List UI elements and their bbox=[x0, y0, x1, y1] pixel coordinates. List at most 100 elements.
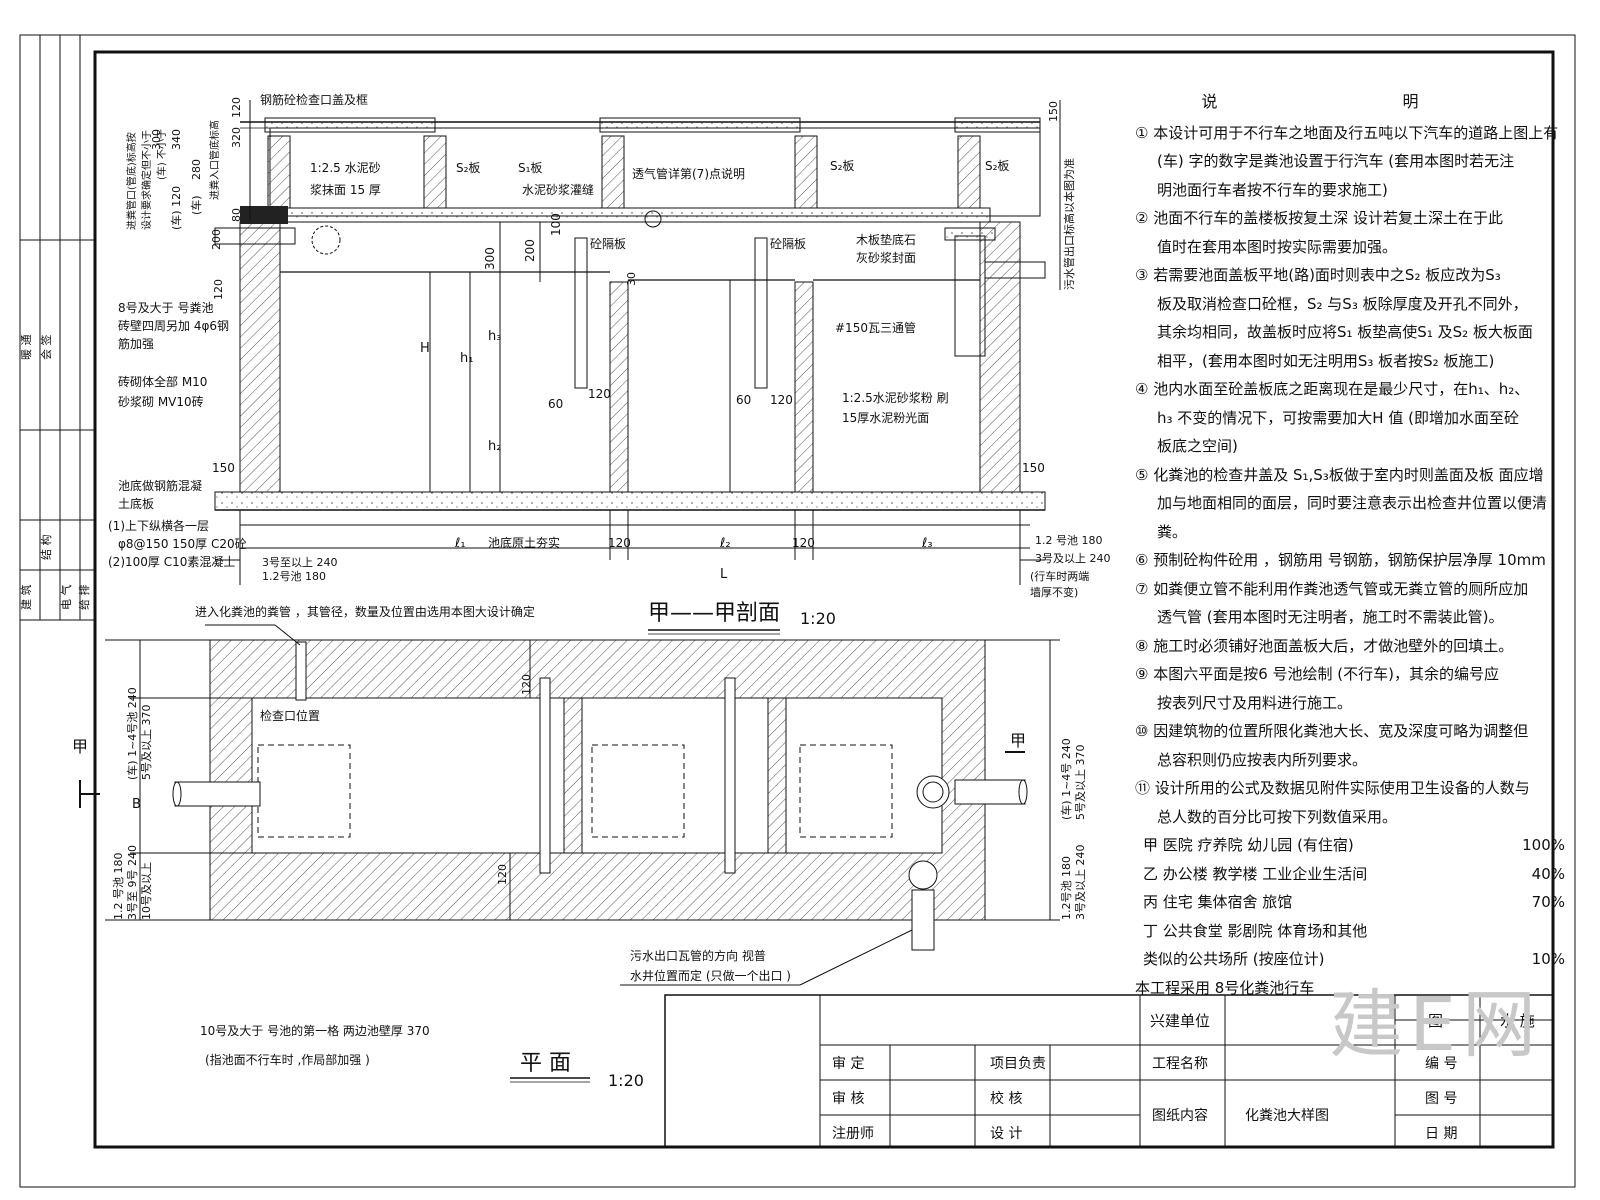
strip-label-6: 会 签 bbox=[39, 335, 53, 361]
section-view bbox=[214, 100, 1061, 585]
plan-cut-left: 甲 bbox=[72, 737, 88, 756]
dim-H: H bbox=[420, 341, 430, 356]
dim-150b: 150 bbox=[1022, 461, 1045, 475]
note-line: ⑨ 本图六平面是按6 号池绘制 (不行车)，其余的编号应 bbox=[1135, 665, 1500, 683]
pct-label: 类似的公共场所 (按座位计) bbox=[1143, 950, 1325, 968]
note-line: ⑦ 如粪便立管不能利用作粪池透气管或无粪立管的厕所应加 bbox=[1135, 579, 1529, 598]
side-strip: 建 筑 结 构 电 气 给 排 暖 通 会 签 bbox=[19, 35, 95, 1187]
dim-L: L bbox=[720, 567, 728, 582]
tb-project-name: 工程名称 bbox=[1152, 1056, 1208, 1072]
tb-review: 审 核 bbox=[832, 1091, 864, 1107]
pct-row: 甲 医院 疗养院 幼儿园 (有住宿)100% bbox=[1135, 831, 1575, 860]
label-inlet-note-2: 设计要求确定但不小于 bbox=[140, 130, 153, 230]
plan-dim-B: B bbox=[132, 797, 141, 812]
title-block bbox=[664, 994, 1554, 1148]
plan-scale: 1:20 bbox=[608, 1071, 644, 1090]
tb-check: 校 核 bbox=[990, 1090, 1022, 1107]
note-line: ⑥ 预制砼构件砼用 ，钢筋用 号钢筋，钢筋保护层净厚 10mm bbox=[1135, 551, 1546, 569]
tb-registered: 注册师 bbox=[832, 1126, 874, 1142]
dim-30: 30 bbox=[625, 272, 638, 286]
pct-value bbox=[1565, 917, 1575, 946]
label-soil: 池底原土夯实 bbox=[488, 535, 560, 550]
note-line: 总人数的百分比可按下列数值采用。 bbox=[1157, 807, 1398, 826]
pct-value: 70% bbox=[1531, 893, 1565, 911]
label-s1: S₁板 bbox=[518, 161, 542, 175]
label-inlet-note-3: (车) 不小于 bbox=[155, 129, 168, 180]
note-line: 透气管 (套用本图时无注明者，施工时不需装此管)。 bbox=[1157, 608, 1504, 626]
label-wood-plate-2: 灰砂浆封面 bbox=[856, 250, 916, 265]
tb-design: 设 计 bbox=[990, 1126, 1022, 1142]
watermark: 建E网 bbox=[1329, 982, 1542, 1068]
label-brick-3: 筋加强 bbox=[118, 336, 154, 351]
dim-top-150: 150 bbox=[1047, 101, 1060, 122]
pct-row: 乙 办公楼 教学楼 工业企业生活间 40% bbox=[1135, 860, 1575, 889]
plan-dim-120-top: 120 bbox=[520, 674, 533, 695]
note-line: 相平，(套用本图时如无注明用S₃ 板者按S₂ 板施工) bbox=[1157, 351, 1495, 370]
dim-200: 200 bbox=[523, 239, 537, 262]
note-line: 明池面行车者按不行车的要求施工) bbox=[1157, 180, 1388, 199]
pct-label: 乙 办公楼 教学楼 工业企业生活间 bbox=[1143, 864, 1368, 883]
label-partition-2: 砼隔板 bbox=[770, 237, 806, 251]
strip-label-5: 暖 通 bbox=[20, 335, 33, 361]
note-line: ⑤ 化粪池的检查井盖及 S₁,S₃板做于室内时则盖面及板 面应增 bbox=[1135, 465, 1544, 484]
dim-top-200: 200 bbox=[210, 229, 223, 250]
label-inlet-mark: 进粪入口管底标高 bbox=[208, 120, 221, 200]
dim-120a: 120 bbox=[608, 536, 631, 550]
plan-dim-r3: 1.2号池 180 bbox=[1060, 856, 1073, 920]
label-inlet-note-1: 进粪管口(管底)标高按 bbox=[125, 132, 138, 230]
note-line: 板底之空间) bbox=[1157, 437, 1238, 455]
label-brick-4: 砖砌体全部 M10 bbox=[118, 374, 207, 389]
plan-cut-right: 甲 bbox=[1010, 731, 1026, 750]
dim-l1: ℓ₁ bbox=[454, 536, 466, 551]
plan-title: 平 面 bbox=[520, 1051, 571, 1076]
dim-60b: 60 bbox=[736, 393, 751, 407]
note-line: ⑧ 施工时必须铺好池面盖板大后，才做池壁外的回填土。 bbox=[1135, 636, 1514, 655]
dim-120b: 120 bbox=[792, 536, 815, 550]
dim-top-120b: 120 bbox=[212, 279, 225, 300]
strip-label-3: 电 气 bbox=[59, 585, 73, 611]
dim-top-80: 80 bbox=[230, 208, 243, 222]
pct-label: 甲 医院 疗养院 幼儿园 (有住宿) bbox=[1143, 836, 1354, 854]
label-base-1: 池底做钢筋混凝 bbox=[118, 478, 202, 493]
label-vent-pipe: 透气管详第(7)点说明 bbox=[632, 166, 745, 181]
dim-top-300: 300 bbox=[150, 129, 163, 150]
label-mortar-2: 浆抹面 15 厚 bbox=[310, 182, 381, 197]
dim-top-280: 280 bbox=[190, 159, 203, 180]
plan-ten-note-2: (指池面不行车时 ,作局部加强 ) bbox=[205, 1052, 370, 1067]
tb-number: 编 号 bbox=[1425, 1056, 1457, 1072]
plan-dim-l2: 5号及以上 370 bbox=[140, 705, 153, 781]
section-scale: 1:20 bbox=[800, 609, 836, 628]
label-dim-right-4: 墙厚不变) bbox=[1030, 585, 1078, 599]
note-line: h₃ 不变的情况下，可按需要加大H 值 (即增加水面至砼 bbox=[1157, 408, 1519, 427]
label-base-4: φ8@150 150厚 C20砼 bbox=[118, 537, 247, 551]
dim-h3: h₃ bbox=[488, 329, 501, 344]
plan-ten-note-1: 10号及大于 号池的第一格 两边池壁厚 370 bbox=[200, 1023, 430, 1038]
dim-top-car120: (车) 120 bbox=[169, 186, 183, 230]
label-brick-2: 砖壁四周另加 4φ6钢 bbox=[118, 318, 229, 333]
plan-dim-r4: 3号及以上 240 bbox=[1074, 845, 1087, 921]
plan-dim-l5: 10号及以上 bbox=[140, 862, 153, 920]
tb-drawing-title: 化粪池大样图 bbox=[1245, 1108, 1329, 1124]
note-line: 板及取消检查口砼框，S₂ 与S₃ 板除厚度及开孔不同外， bbox=[1157, 294, 1528, 313]
pct-value: 40% bbox=[1531, 864, 1565, 883]
label-brick-5: 砂浆砌 MV10砖 bbox=[118, 394, 204, 409]
plan-dim-r1: (车) 1~4号 240 bbox=[1059, 738, 1073, 820]
label-plaster-1: 1:2.5水泥砂浆粉 刷 bbox=[842, 390, 949, 405]
dim-100: 100 bbox=[549, 213, 563, 236]
label-base-5: (2)100厚 C10素混凝土 bbox=[108, 554, 235, 569]
tb-project-lead: 项目负责 bbox=[990, 1056, 1046, 1072]
pct-row: 丁 公共食堂 影剧院 体育场和其他 bbox=[1135, 917, 1575, 946]
plan-dim-120-bot: 120 bbox=[496, 864, 509, 885]
plan-inspection-label: 检查口位置 bbox=[260, 708, 320, 723]
plan-inlet-note: 进入化粪池的粪管 ，其管径，数量及位置由选用本图大设计确定 bbox=[195, 604, 535, 619]
dim-top-120: 120 bbox=[230, 97, 243, 118]
tb-drawing-content: 图纸内容 bbox=[1152, 1107, 1208, 1124]
note-line: ⑪ 设计所用的公式及数据见附件实际使用卫生设备的人数与 bbox=[1135, 779, 1530, 797]
note-adopted: 本工程采用 8号化粪池行车 bbox=[1135, 978, 1315, 997]
label-dim-right-1: 1.2 号池 180 bbox=[1035, 534, 1102, 547]
label-outlet-note: 污水管出口标高以本图为准 bbox=[1062, 158, 1076, 290]
tb-drawing-label: 图 bbox=[1428, 1012, 1443, 1030]
note-line: ① 本设计可用于不行车之地面及行五吨以下汽车的道路上图上有 bbox=[1135, 123, 1559, 142]
label-s2-mid: S₂板 bbox=[830, 159, 854, 173]
strip-label-1: 建 筑 bbox=[19, 585, 33, 611]
